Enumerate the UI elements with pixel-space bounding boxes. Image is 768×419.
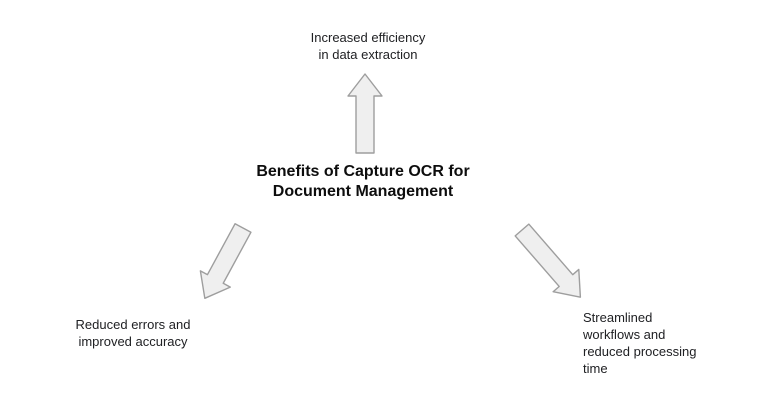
up-arrow-icon bbox=[347, 73, 383, 154]
title-text-line: Document Management bbox=[272, 183, 454, 200]
benefit-label-top: Increased efficiency in data extraction bbox=[268, 29, 468, 63]
diagram-title: Benefits of Capture OCR for Document Man… bbox=[213, 162, 513, 202]
benefit-text-line: time bbox=[583, 361, 608, 376]
down-right-arrow-icon bbox=[514, 223, 582, 298]
benefit-text-line: Streamlined bbox=[583, 310, 653, 325]
down-left-arrow-icon bbox=[199, 223, 252, 300]
benefit-text-line: improved accuracy bbox=[78, 334, 188, 349]
benefit-text-line: in data extraction bbox=[318, 47, 418, 62]
benefit-label-bottom-right: Streamlined workflows and reduced proces… bbox=[583, 309, 733, 377]
benefit-text-line: reduced processing bbox=[583, 344, 697, 359]
benefit-label-bottom-left: Reduced errors and improved accuracy bbox=[33, 316, 233, 350]
benefit-text-line: Reduced errors and bbox=[75, 317, 191, 332]
benefit-text-line: Increased efficiency bbox=[310, 30, 426, 45]
benefit-text-line: workflows and bbox=[583, 327, 666, 342]
title-text-line: Benefits of Capture OCR for bbox=[256, 163, 470, 180]
